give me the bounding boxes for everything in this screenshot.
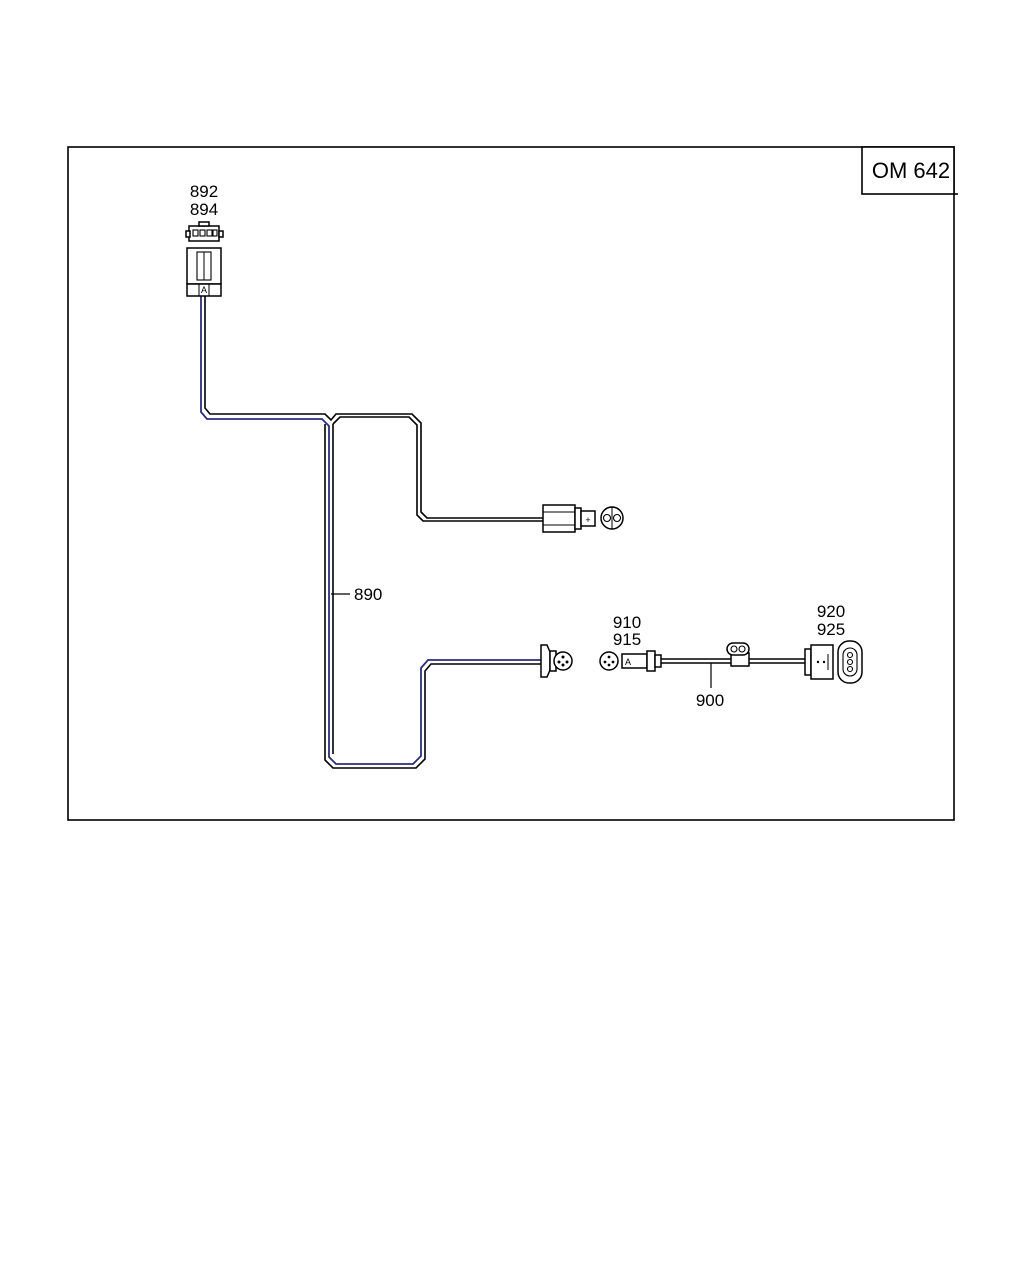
- upper-branch-connector: +: [542, 504, 624, 533]
- svg-text:+: +: [585, 515, 590, 525]
- sensor-cable-900: A: [599, 640, 863, 688]
- variant-badge-text: OM 642: [872, 158, 950, 183]
- callout-894: 894: [190, 200, 218, 219]
- harness-890-cable: [200, 296, 545, 769]
- lower-branch-connector: [540, 644, 573, 678]
- main-harness-connector: A: [185, 221, 224, 297]
- callout-900: 900: [696, 691, 724, 710]
- callout-892: 892: [190, 182, 218, 201]
- sensor-connector-pin-mark: A: [625, 657, 631, 667]
- main-connector-pin-mark: A: [201, 285, 207, 295]
- callout-890: 890: [354, 585, 382, 604]
- callout-920: 920: [817, 602, 845, 621]
- variant-badge: OM 642: [861, 146, 958, 195]
- diagram-frame: [67, 146, 955, 821]
- callout-915: 915: [613, 630, 641, 649]
- callout-925: 925: [817, 620, 845, 639]
- callout-910: 910: [613, 613, 641, 632]
